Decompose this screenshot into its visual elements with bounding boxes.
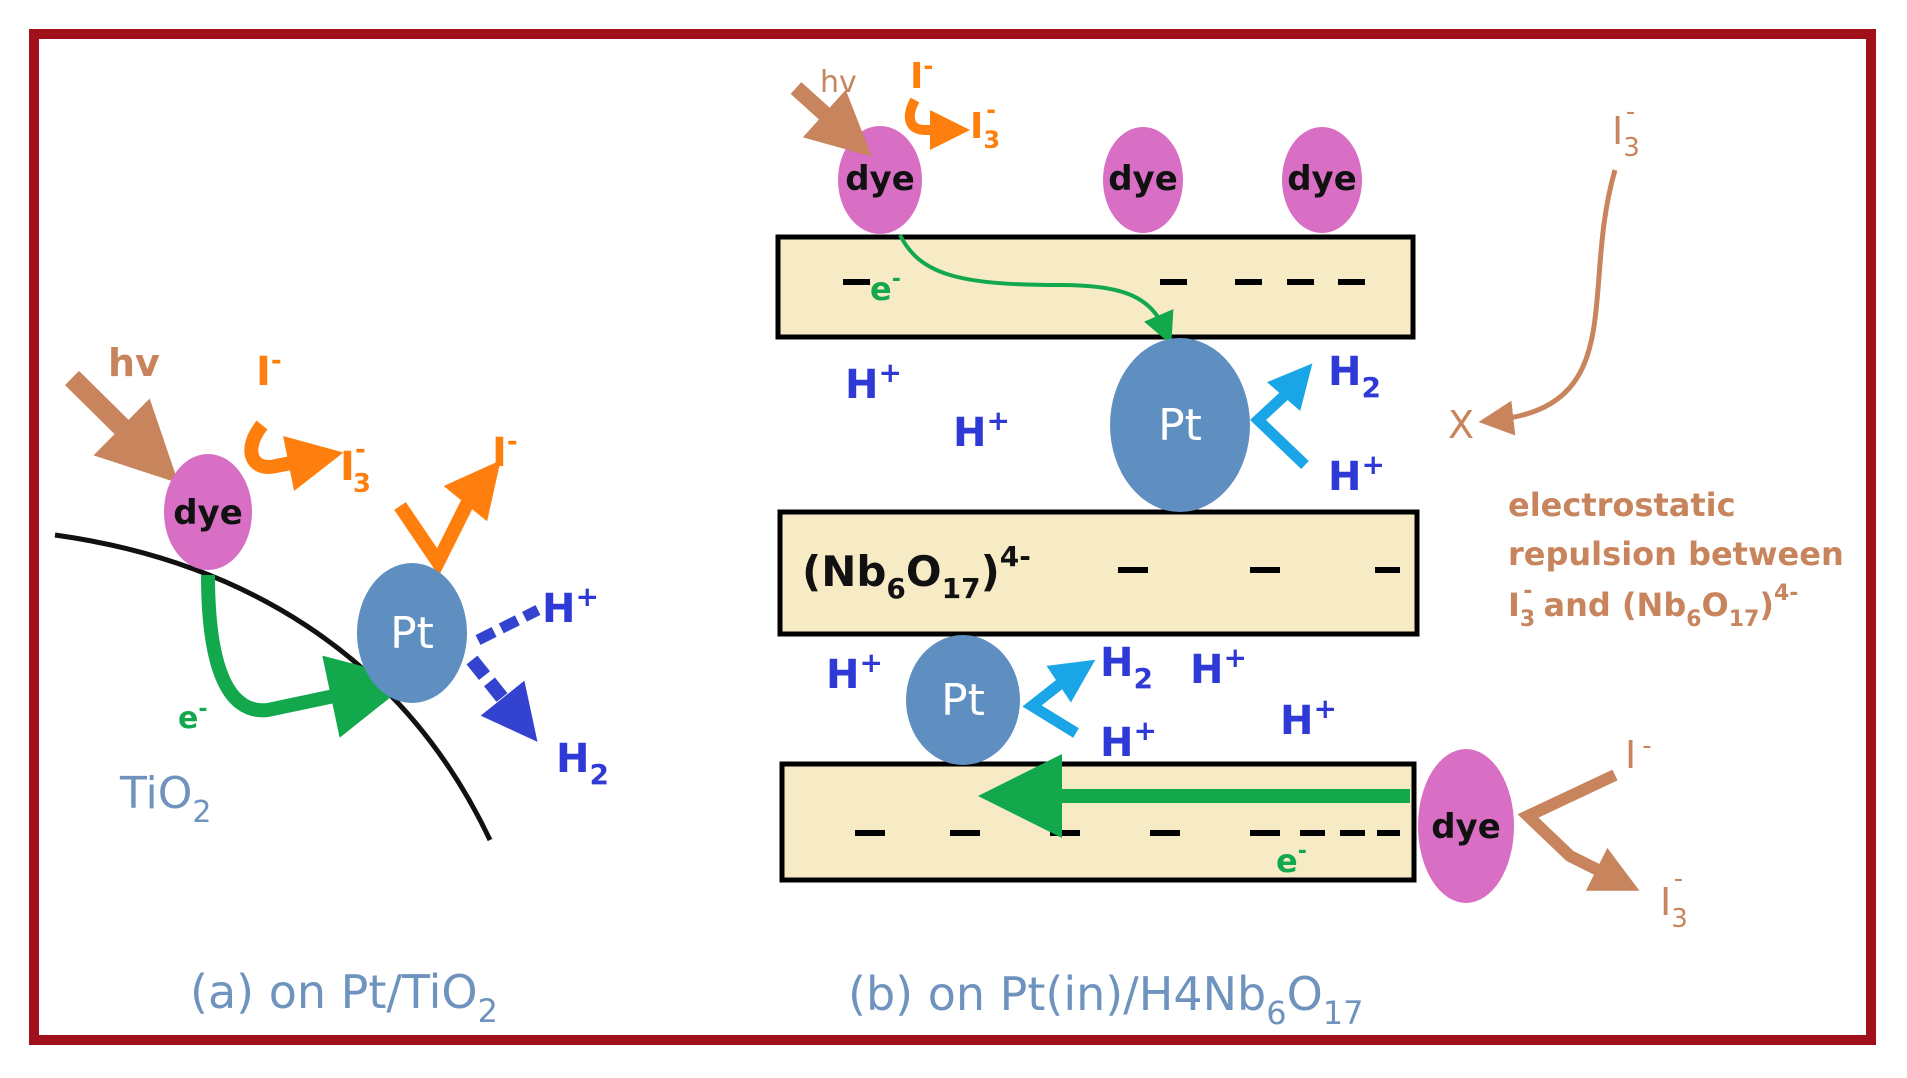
light-arrow-b [790,82,872,157]
hydrogen-label-b-lower: H2 [1100,640,1153,695]
electron-label-a: e- [178,697,208,736]
panel-a: hv I- I3- e- dye I- Pt H+ H2 TiO2 (a) on… [54,341,609,1030]
iodide-arrow-b-top [904,97,970,150]
niobate-sheet-bottom [779,761,1417,883]
repulsion-note-line3: I3- and (Nb6O17)4- [1508,579,1798,632]
panel-b: (Nb6O17)4- dye dye dye hv I- I3- e- Pt H… [775,52,1844,1032]
triiodide-label-a: I3- [340,435,371,499]
pt-label-b-upper: Pt [1158,400,1202,451]
electron-label-b-top: e- [870,267,901,308]
proton-label-a: H+ [542,580,599,632]
iodide-regeneration-arrow-a [394,460,501,576]
caption-b: (b) on Pt(in)/H4Nb6O17 [848,967,1364,1032]
tio2-surface-curve [54,532,493,842]
pt-particle-b-lower [906,635,1020,765]
dye-b-3 [1282,127,1362,233]
dye-label-b-1: dye [845,159,915,199]
iodide-label-b-bottom: I- [1625,731,1652,777]
proton-label-b-gallery-1: H+ [845,356,902,408]
blocked-x-mark: X [1448,403,1474,447]
hydrogen-label-b-upper: H2 [1328,349,1381,404]
iodide-label-b-top: I- [910,52,933,97]
hv-label-a: hv [108,341,160,385]
iodide-label-a2: I- [492,427,518,476]
niobate-sheet-label: (Nb6O17)4- [802,540,1031,605]
proton-label-b-gallery-4: H+ [1190,641,1247,693]
electron-label-b-bottom: e- [1276,839,1307,880]
iodide-label-a: I- [256,346,282,395]
pt-particle-a [357,563,467,703]
proton-label-b-gallery-5: H+ [1280,692,1337,744]
proton-label-b-gallery-2: H+ [953,404,1010,456]
dye-label-a: dye [173,493,243,533]
niobate-sheet-middle [777,509,1420,637]
dye-b-4 [1418,749,1514,903]
hydrogen-label-a: H2 [556,736,609,791]
light-arrow-a [64,370,179,484]
h2-arrow-b-lower [1022,659,1096,738]
frame-border [29,29,1876,1045]
proton-dashed-a [475,605,541,645]
pt-label-a: Pt [390,608,434,659]
caption-a: (a) on Pt/TiO2 [190,965,498,1030]
repulsion-note-line1: electrostatic [1508,486,1736,524]
dye-b-2 [1103,127,1183,233]
dye-label-b-3: dye [1287,159,1357,199]
h2-arrow-b-upper [1249,363,1313,469]
dye-a [164,454,252,570]
electron-path-b-top [898,234,1174,345]
h2-dashed-arrow-a [466,655,538,742]
triiodide-label-b-top: I3- [970,96,1000,154]
proton-label-b-gallery-3: H+ [826,646,883,698]
triiodide-label-b-bottom: I3- [1660,864,1688,934]
repulsion-note-line2: repulsion between [1508,535,1844,573]
hv-label-b: hv [820,65,857,100]
proton-label-b-upper-right: H+ [1328,448,1385,500]
proton-label-b-lower-right: H+ [1100,714,1157,766]
tio2-label: TiO2 [119,768,211,830]
iodide-arrow-b-bottom [1517,769,1640,891]
electron-path-a [201,574,414,738]
dye-label-b-4: dye [1431,807,1501,847]
dye-label-b-2: dye [1108,159,1178,199]
pt-label-b-lower: Pt [941,675,985,726]
pt-particle-b-upper [1110,338,1250,512]
triiodide-label-b-repelled: I3- [1612,97,1640,163]
iodide-arrow-a [244,420,344,491]
repelled-triiodide-arrow [1478,169,1618,436]
